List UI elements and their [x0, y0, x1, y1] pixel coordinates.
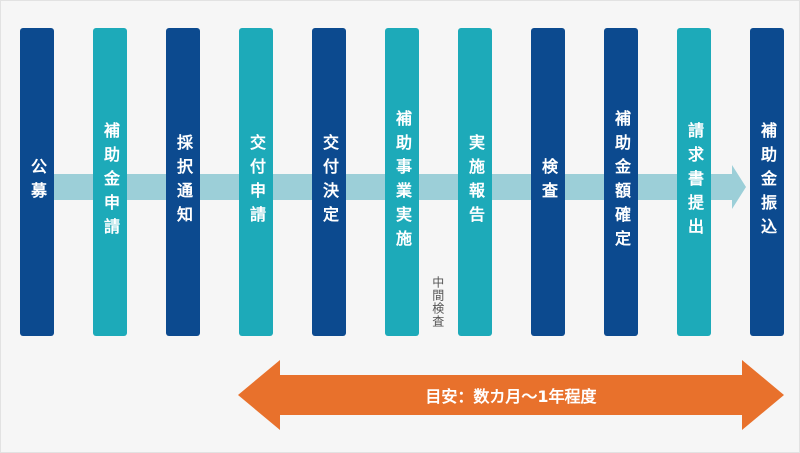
step-label: 請求書提出	[685, 122, 704, 242]
step-label: 実施報告	[466, 134, 485, 230]
step-hojokin-shinsei: 補助金申請	[93, 28, 127, 336]
step-label: 補助金申請	[101, 122, 120, 242]
step-hojokin-furikomi: 補助金振込	[750, 28, 784, 336]
step-label: 補助金額確定	[612, 110, 631, 254]
step-kensa: 検査	[531, 28, 565, 336]
double-arrow-icon	[238, 360, 784, 430]
step-koubo: 公募	[20, 28, 54, 336]
step-label: 交付申請	[247, 134, 266, 230]
step-koufu-shinsei: 交付申請	[239, 28, 273, 336]
flow-arrowhead	[732, 165, 746, 209]
step-label: 補助金振込	[758, 122, 777, 242]
step-hojo-jigyou-jisshi: 補助事業実施	[385, 28, 419, 336]
interim-inspection-note: 中間検査	[430, 276, 445, 328]
step-label: 採択通知	[174, 134, 193, 230]
duration-label: 目安：数カ月〜1年程度	[425, 387, 597, 406]
step-label: 公募	[28, 158, 47, 206]
step-seikyusho-teishutsu: 請求書提出	[677, 28, 711, 336]
step-jisshi-houkoku: 実施報告	[458, 28, 492, 336]
step-label: 検査	[539, 158, 558, 206]
step-saitaku-tsuchi: 採択通知	[166, 28, 200, 336]
step-label: 補助事業実施	[393, 110, 412, 254]
step-hojokin-gaku-kakutei: 補助金額確定	[604, 28, 638, 336]
step-label: 交付決定	[320, 134, 339, 230]
step-koufu-kettei: 交付決定	[312, 28, 346, 336]
duration-arrow: 目安：数カ月〜1年程度	[238, 360, 784, 430]
